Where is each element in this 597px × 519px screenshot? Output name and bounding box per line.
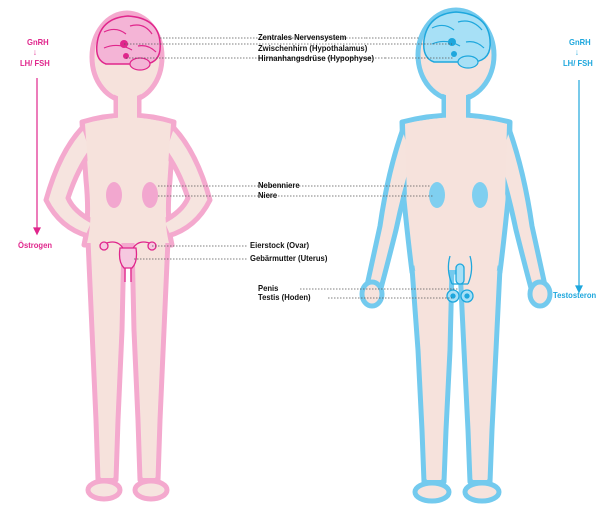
label-hypothalamus: Zwischenhirn (Hypothalamus) — [258, 43, 367, 53]
male-testosterone-label: Testosteron — [553, 290, 596, 300]
label-adrenal: Nebenniere — [258, 180, 300, 190]
label-pituitary: Hirnanhangsdrüse (Hypophyse) — [258, 53, 374, 63]
male-testosterone-clip: Testosteron — [553, 290, 597, 304]
female-estrogen-label: Östrogen — [18, 240, 52, 250]
male-lh-fsh-label: LH/ FSH — [563, 58, 593, 68]
female-lh-fsh-label: LH/ FSH — [20, 58, 50, 68]
female-arrow-down-icon: ↓ — [33, 47, 37, 57]
label-testis: Testis (Hoden) — [258, 292, 311, 302]
label-cns: Zentrales Nervensystem — [258, 32, 346, 42]
brain-icon — [424, 12, 490, 68]
label-kidney: Niere — [258, 190, 277, 200]
male-hormone-arrow — [576, 80, 582, 292]
label-ovary: Eierstock (Ovar) — [250, 240, 309, 250]
female-hormone-arrow — [34, 78, 40, 234]
label-uterus: Gebärmutter (Uterus) — [250, 253, 327, 263]
male-arrow-down-icon: ↓ — [575, 47, 579, 57]
brain-icon — [97, 16, 161, 70]
female-gnrh-label: GnRH — [27, 37, 49, 47]
male-gnrh-label: GnRH — [569, 37, 591, 47]
male-figure — [362, 10, 550, 501]
